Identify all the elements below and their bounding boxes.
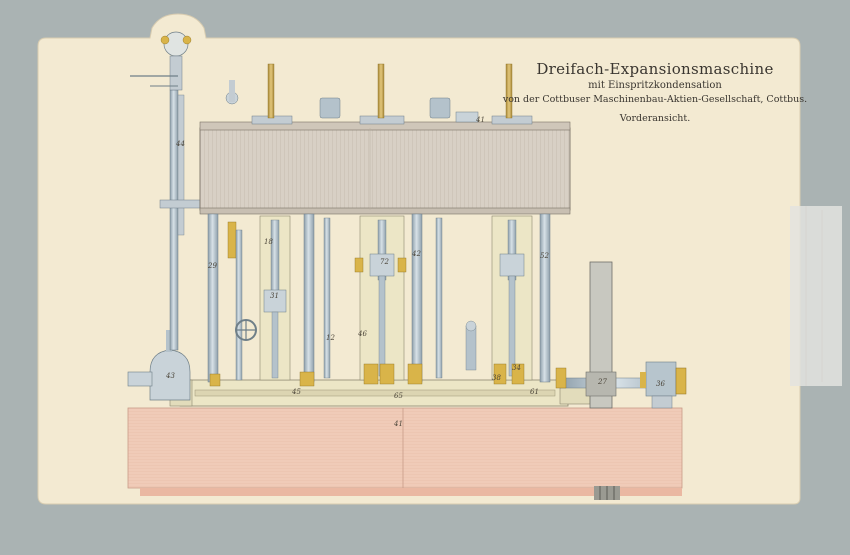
governor-column (130, 31, 239, 351)
foundation-block (127, 407, 683, 500)
title-block: Dreifach-Expansionsmaschine mit Einsprit… (503, 60, 807, 124)
crossheads (227, 219, 525, 379)
part-number: 29 (208, 262, 217, 270)
manufacturer-line: von der Cottbuser Maschinenbau-Aktien-Ge… (502, 94, 808, 105)
drawing-title: Dreifach-Expansionsmaschine (536, 60, 774, 78)
outboard-bearing (645, 361, 677, 397)
part-number: 46 (358, 330, 367, 338)
part-number: 36 (656, 380, 665, 388)
tissue-strip (790, 206, 842, 386)
part-number: 42 (412, 250, 421, 258)
part-number: 34 (512, 364, 521, 372)
part-number: 41 (394, 420, 403, 428)
valve-rods (235, 217, 477, 381)
part-number: 52 (540, 252, 549, 260)
air-pump (127, 330, 191, 401)
part-number: 31 (270, 292, 279, 300)
flywheel (589, 261, 613, 409)
part-number: 65 (394, 392, 403, 400)
crank-bearings (209, 363, 567, 389)
tail-rods (267, 63, 513, 119)
part-number: 45 (292, 388, 301, 396)
part-number: 41 (476, 116, 485, 124)
view-label: Vorderansicht. (619, 113, 691, 124)
cylinder-block (199, 121, 571, 215)
part-number: 43 (166, 372, 175, 380)
crankshaft (559, 261, 687, 409)
drawing-subtitle: mit Einspritzkondensation (588, 80, 722, 91)
part-number: 18 (264, 238, 273, 246)
part-number: 72 (380, 258, 389, 266)
part-number: 61 (530, 388, 539, 396)
reversing-handwheel (235, 319, 257, 341)
part-number: 38 (492, 374, 501, 382)
part-number: 27 (598, 378, 607, 386)
cylinder-tops (251, 97, 533, 125)
part-number: 44 (176, 140, 185, 148)
part-number: 12 (326, 334, 335, 342)
